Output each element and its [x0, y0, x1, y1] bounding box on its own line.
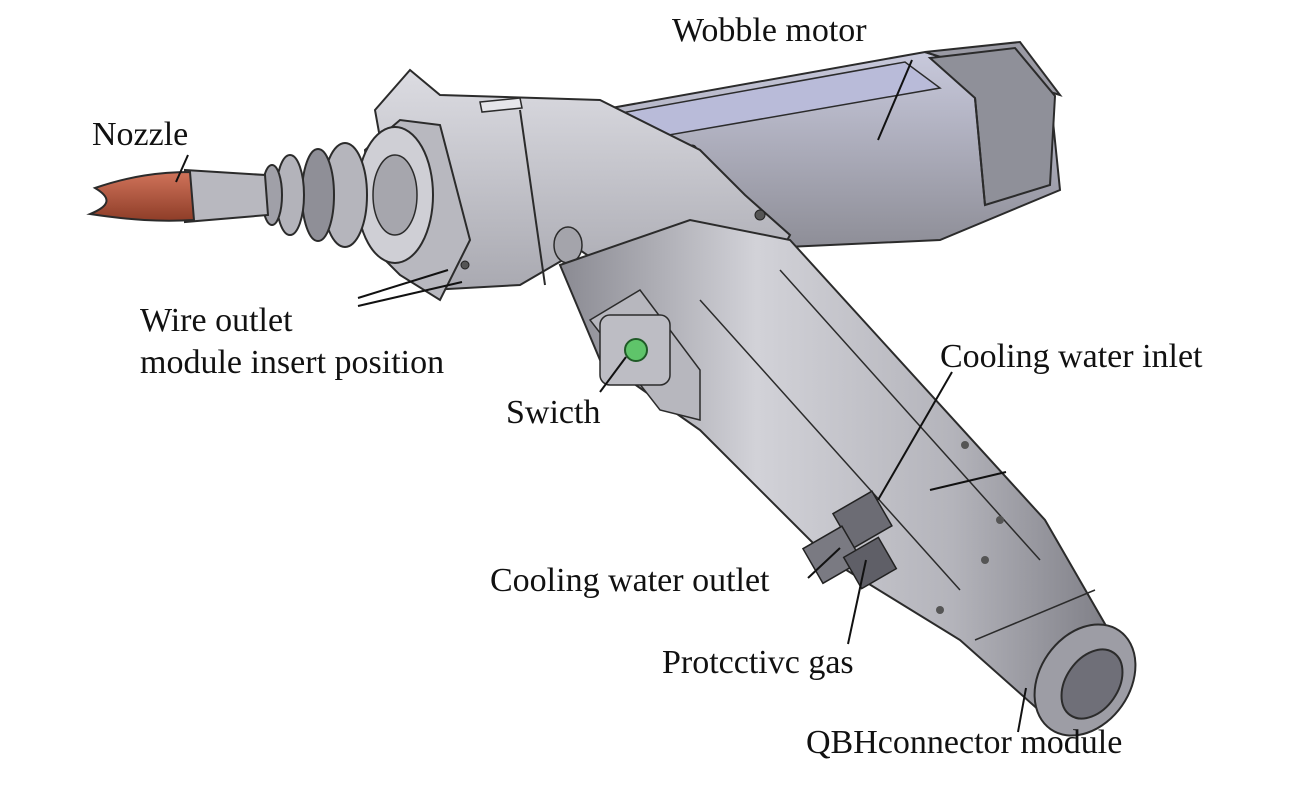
handle-shape	[558, 218, 1137, 737]
label-protective-gas: Protcctivc gas	[662, 644, 854, 681]
leader-gas	[847, 559, 867, 645]
label-wire-outlet-line1: Wire outlet	[140, 302, 293, 339]
leader-switch	[599, 356, 627, 393]
label-qbh-connector-module: QBHconnector module	[806, 724, 1122, 762]
front-head-shape	[261, 118, 472, 302]
label-wire-outlet-line2: module insert position	[140, 344, 445, 381]
leader-wobble-motor	[877, 59, 913, 141]
leader-inlet-a	[877, 371, 953, 501]
label-cooling-water-inlet: Cooling water inlet	[940, 338, 1203, 375]
label-wobble-motor: Wobble motor	[672, 12, 867, 49]
nozzle-shape	[86, 168, 270, 224]
leader-wire-outlet-a	[357, 269, 449, 299]
label-switch: Swicth	[506, 394, 601, 431]
switch-shape	[599, 314, 671, 386]
leader-qbh	[1017, 687, 1027, 733]
label-cooling-water-outlet: Cooling water outlet	[490, 562, 770, 599]
label-qbh-suffix: connector module	[877, 724, 1123, 761]
leader-outlet	[807, 547, 841, 579]
leader-nozzle	[175, 154, 189, 183]
leader-inlet-b	[929, 471, 1007, 491]
label-qbh-prefix: QBH	[806, 724, 878, 761]
label-nozzle: Nozzle	[92, 116, 189, 153]
leader-wire-outlet-b	[357, 281, 463, 307]
leader-lines	[175, 59, 1027, 733]
